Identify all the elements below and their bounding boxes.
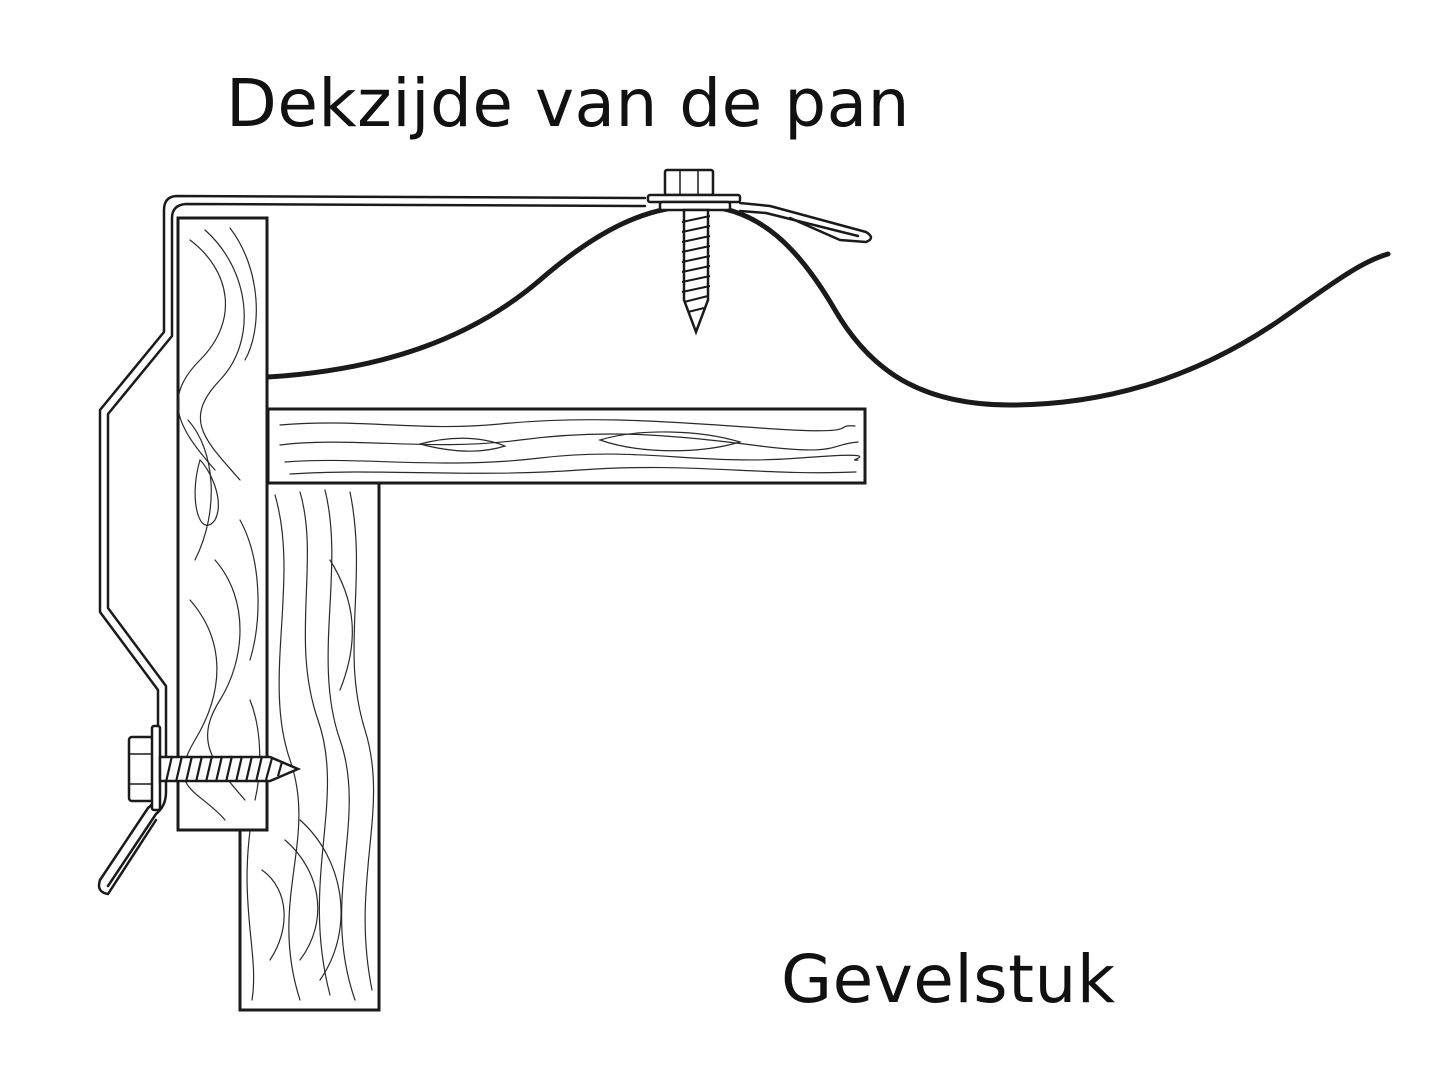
gable-label: Gevelstuk bbox=[781, 941, 1116, 1018]
top-side-label: Dekzijde van de pan bbox=[226, 65, 910, 142]
top-screw-icon bbox=[646, 168, 742, 336]
fascia-board-grain bbox=[177, 227, 261, 821]
fascia-board bbox=[176, 216, 269, 832]
batten-grain bbox=[279, 419, 861, 475]
side-screw-icon bbox=[127, 724, 302, 812]
horizontal-batten bbox=[266, 407, 867, 485]
roof-tile-profile bbox=[265, 203, 1391, 408]
